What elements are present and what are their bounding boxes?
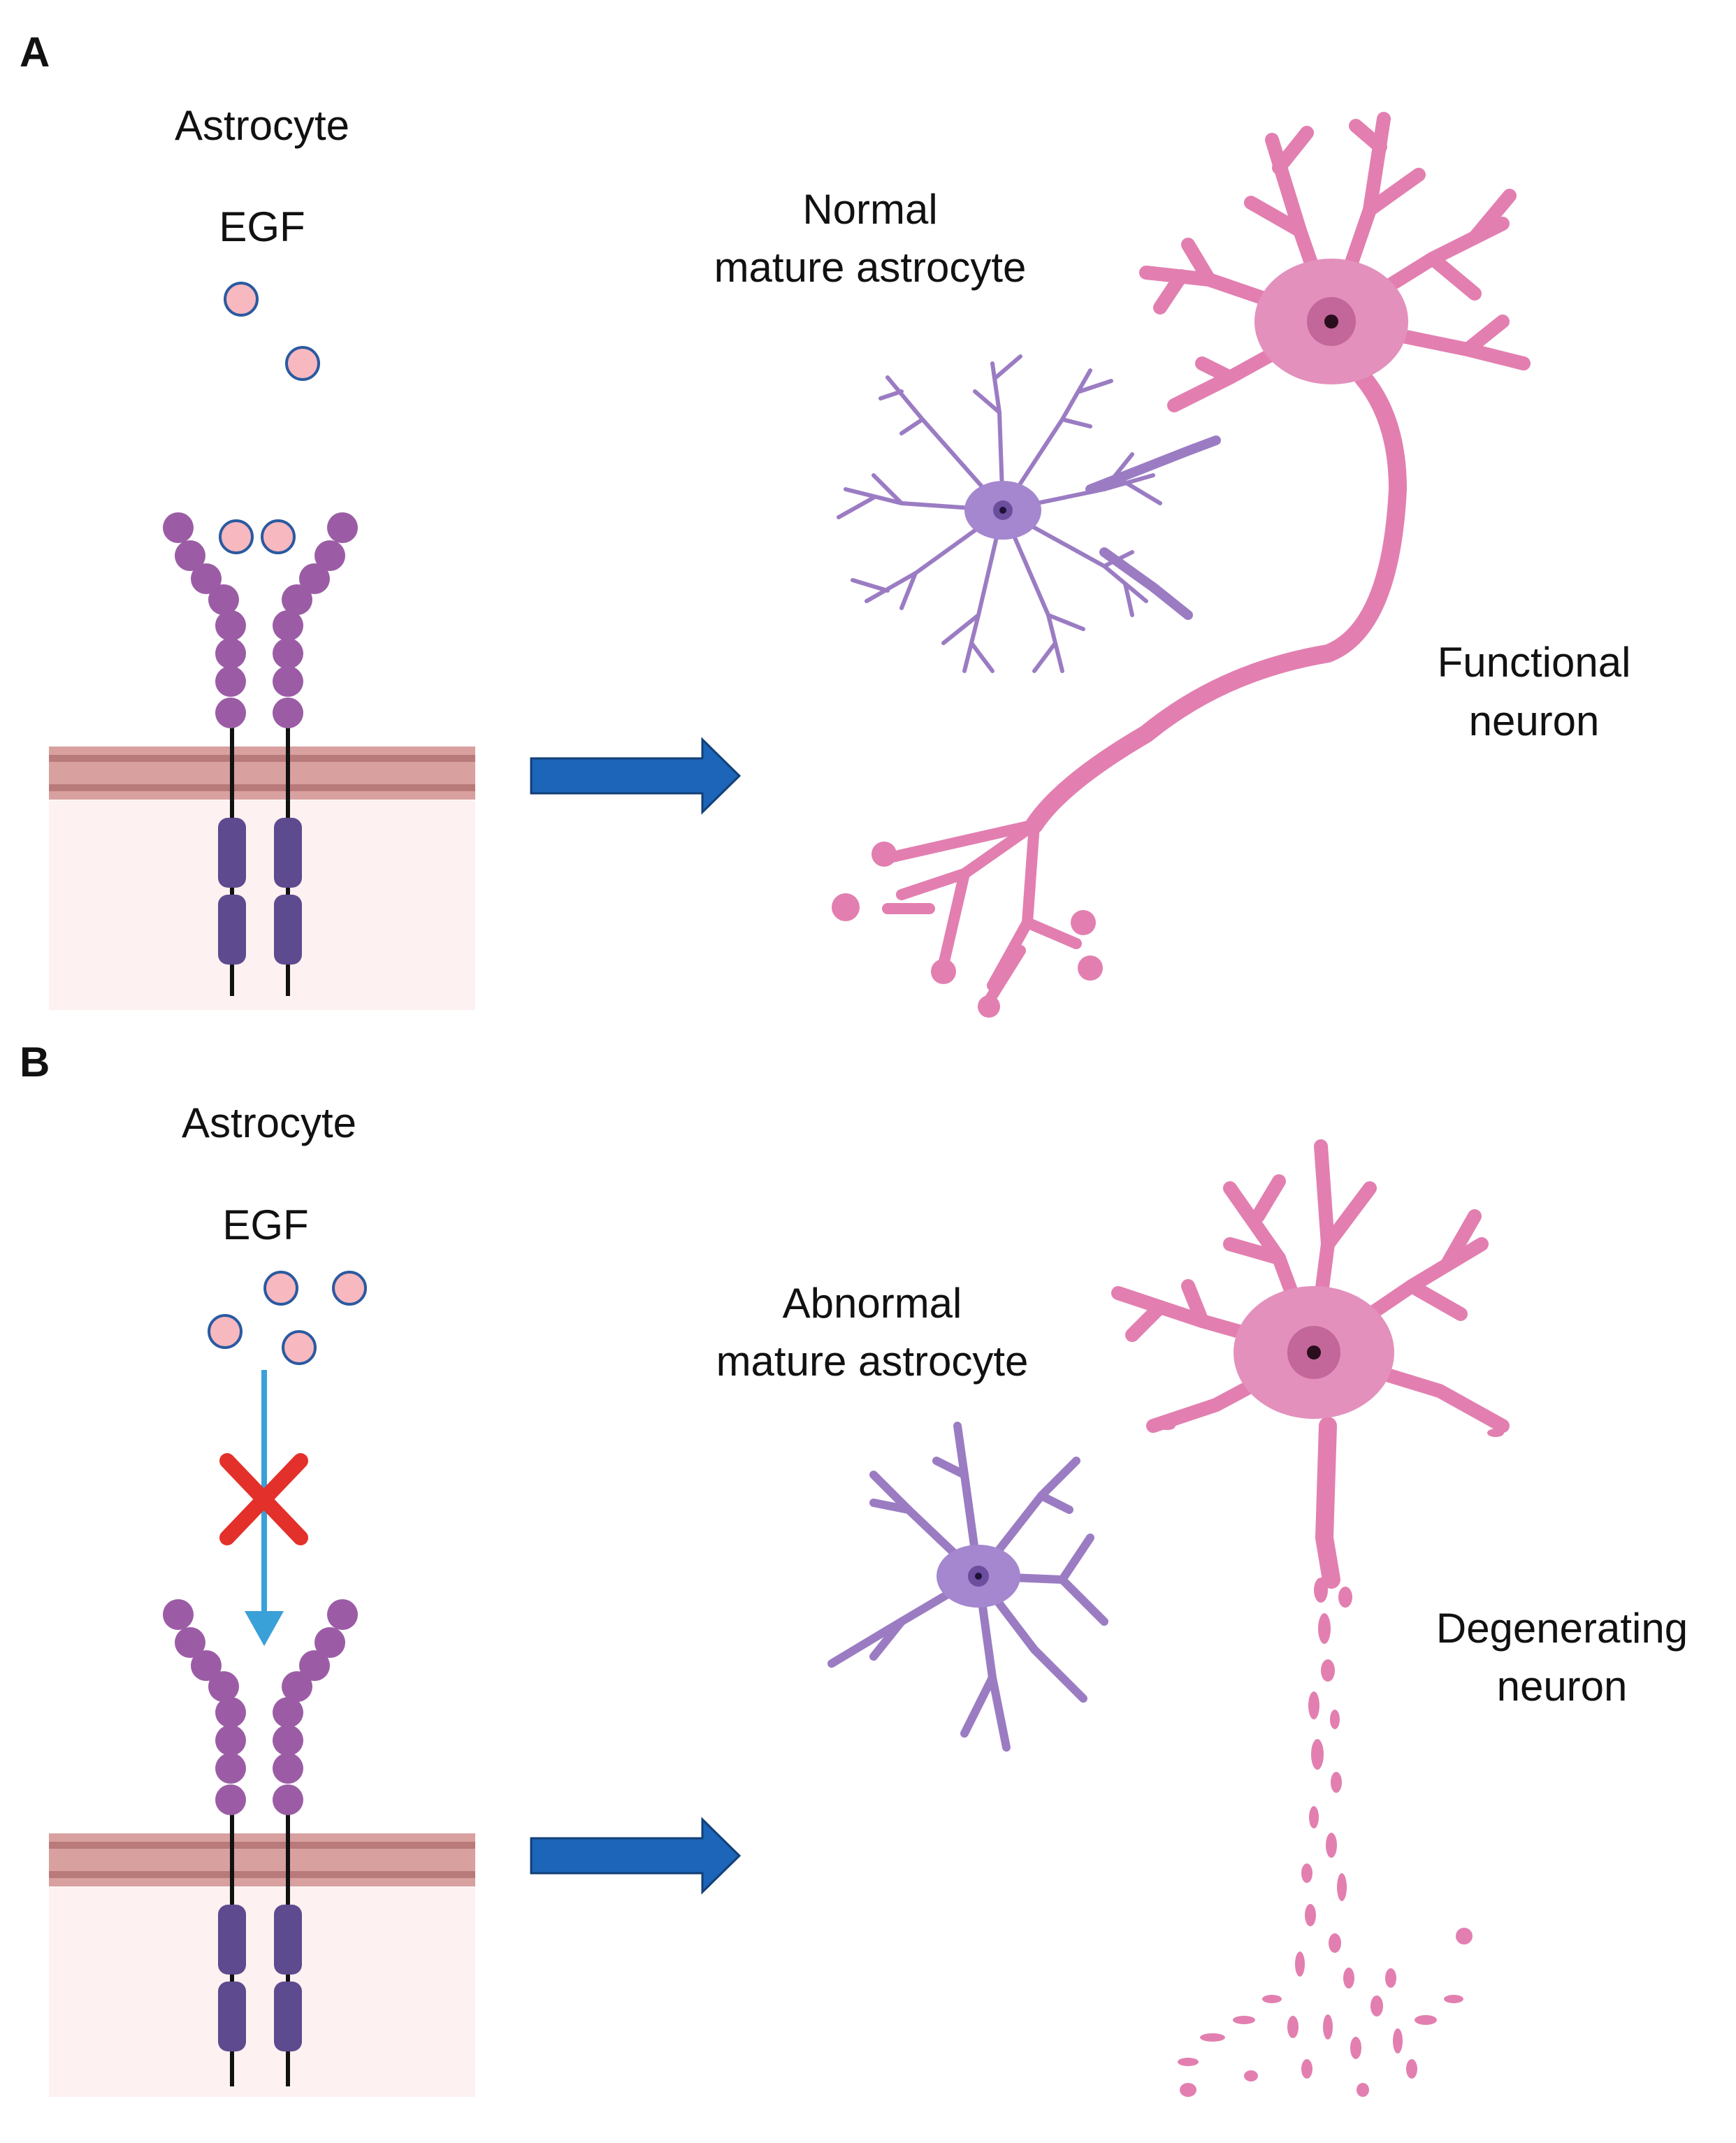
panel-b-astrocyte-label-line2: mature astrocyte [716, 1338, 1029, 1385]
panel-a-neuron-label-line1: Functional [1438, 639, 1631, 686]
cell-membrane [49, 1833, 475, 1886]
cytoplasm-region [49, 800, 475, 1010]
panel-b: B Astrocyte EGF [20, 1039, 1688, 2097]
egf-ligand-icon [219, 282, 320, 554]
panel-a: A Astrocyte EGF [20, 29, 1630, 1018]
panel-b-letter: B [20, 1039, 50, 1085]
panel-a-astrocyte-label-line1: Normal [802, 186, 937, 233]
egf-ligand-icon [208, 1271, 367, 1365]
axon-fragments [1159, 1422, 1504, 2097]
cytoplasm-region [49, 1887, 475, 2097]
signal-arrow-icon [530, 1817, 742, 1895]
egfr-receptor-icon [163, 512, 358, 996]
panel-b-neuron-label-line2: neuron [1497, 1663, 1628, 1710]
panel-b-cell-label: Astrocyte [182, 1099, 356, 1146]
neuron-icon [832, 112, 1531, 1018]
neuron-icon [1111, 1139, 1510, 1589]
signal-arrow-icon [530, 737, 742, 815]
cell-membrane [49, 746, 475, 800]
panel-a-neuron-label-line2: neuron [1469, 698, 1600, 744]
panel-a-cell-label: Astrocyte [175, 102, 349, 149]
astrocyte-icon [827, 1422, 1108, 1752]
panel-b-neuron-label-line1: Degenerating [1436, 1605, 1688, 1652]
panel-a-egf-label: EGF [219, 203, 305, 250]
panel-b-egf-label: EGF [222, 1202, 308, 1248]
blocked-x-icon [219, 1453, 308, 1545]
egfr-receptor-icon [163, 1599, 358, 2086]
panel-a-astrocyte-label-line2: mature astrocyte [714, 244, 1027, 291]
astrocyte-icon [837, 354, 1221, 673]
panel-a-letter: A [20, 29, 50, 75]
panel-b-astrocyte-label-line1: Abnormal [783, 1280, 962, 1327]
